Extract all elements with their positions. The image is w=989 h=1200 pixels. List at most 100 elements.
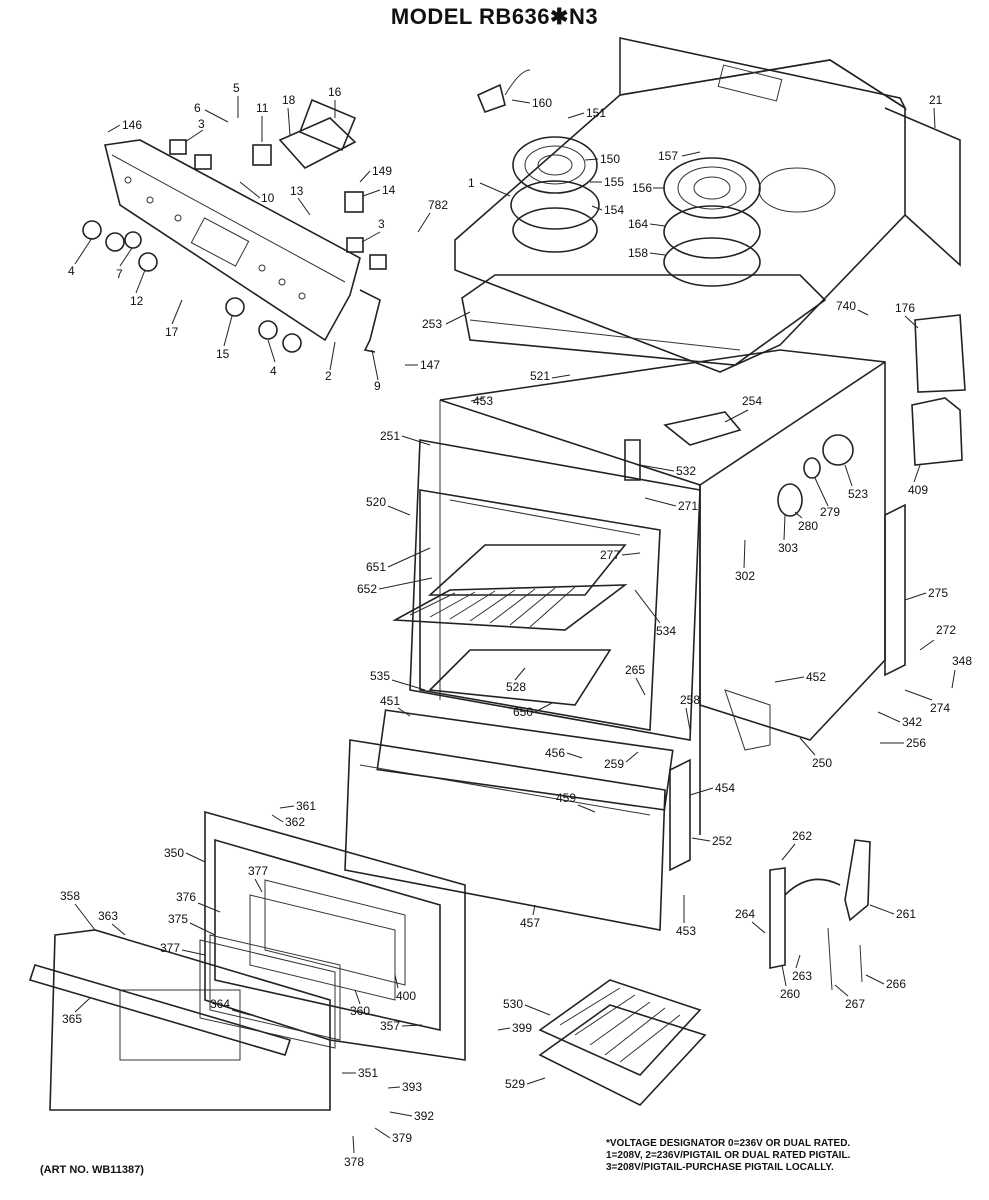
callout: 454	[715, 781, 735, 795]
callout: 157	[658, 149, 678, 163]
callout: 274	[930, 701, 950, 715]
callout: 158	[628, 246, 648, 260]
callout: 5	[233, 81, 240, 95]
tube-532	[624, 439, 641, 481]
callout: 360	[350, 1004, 370, 1018]
callout: 457	[520, 916, 540, 930]
spring-267	[827, 927, 833, 991]
callout: 375	[168, 912, 188, 926]
callout: 277	[600, 548, 620, 562]
callout: 377	[160, 941, 180, 955]
callout: 652	[357, 582, 377, 596]
callout: 150	[600, 152, 620, 166]
callout: 357	[380, 1019, 400, 1033]
callout: 250	[812, 756, 832, 770]
callout: 361	[296, 799, 316, 813]
callout: 534	[656, 624, 676, 638]
callout: 530	[503, 997, 523, 1011]
callout: 364	[210, 997, 230, 1011]
callout: 4	[68, 264, 75, 278]
callout: 528	[506, 680, 526, 694]
plug-160	[476, 83, 506, 114]
callout: 409	[908, 483, 928, 497]
callout: 280	[798, 519, 818, 533]
callout: 260	[780, 987, 800, 1001]
callout: 258	[680, 693, 700, 707]
callout: 535	[370, 669, 390, 683]
callout: 456	[545, 746, 565, 760]
callout: 363	[98, 909, 118, 923]
callout: 176	[895, 301, 915, 315]
callout: 351	[358, 1066, 378, 1080]
callout: 451	[380, 694, 400, 708]
knobs	[82, 220, 302, 353]
callout: 7	[116, 267, 123, 281]
callout: 154	[604, 203, 624, 217]
callouts: 1 2 3 3 4 4 5 6 7 9 10 11 12 13 14 15 16…	[60, 81, 972, 1169]
callout: 2	[325, 369, 332, 383]
callout: 254	[742, 394, 762, 408]
callout: 1	[468, 176, 475, 190]
callout: 378	[344, 1155, 364, 1169]
callout: 521	[530, 369, 550, 383]
callout: 265	[625, 663, 645, 677]
callout: 13	[290, 184, 304, 198]
callout: 453	[676, 924, 696, 938]
callout: 15	[216, 347, 230, 361]
cover-254	[663, 411, 742, 446]
callout: 379	[392, 1131, 412, 1145]
callout: 251	[380, 429, 400, 443]
callout: 392	[414, 1109, 434, 1123]
callout: 21	[929, 93, 943, 107]
callout: 453	[473, 394, 493, 408]
callout: 3	[378, 217, 385, 231]
voltage-note-line: 1=208V, 2=236V/PIGTAIL OR DUAL RATED PIG…	[606, 1150, 851, 1161]
callout: 358	[60, 889, 80, 903]
callout: 259	[604, 757, 624, 771]
callout: 532	[676, 464, 696, 478]
callout: 149	[372, 164, 392, 178]
callout: 252	[712, 834, 732, 848]
cooktop	[454, 37, 961, 373]
callout: 262	[792, 829, 812, 843]
callout: 342	[902, 715, 922, 729]
callout: 264	[735, 907, 755, 921]
callout: 520	[366, 495, 386, 509]
callout: 14	[382, 183, 396, 197]
callout: 4	[270, 364, 277, 378]
callout: 16	[328, 85, 342, 99]
callout: 529	[505, 1077, 525, 1091]
callout: 10	[261, 191, 275, 205]
callout: 155	[604, 175, 624, 189]
callout: 303	[778, 541, 798, 555]
broiler-pan	[538, 979, 707, 1106]
control-panel	[104, 139, 361, 342]
callout: 782	[428, 198, 448, 212]
box-409	[911, 397, 963, 466]
panel-275	[884, 503, 906, 677]
side-trim	[669, 758, 691, 872]
callout: 147	[420, 358, 440, 372]
callout: 17	[165, 325, 179, 339]
socket-279	[803, 457, 821, 479]
callout: 272	[936, 623, 956, 637]
callout: 279	[820, 505, 840, 519]
callout: 376	[176, 890, 196, 904]
callout: 156	[632, 181, 652, 195]
voltage-note-line: 3=208V/PIGTAIL-PURCHASE PIGTAIL LOCALLY.	[606, 1162, 834, 1173]
callout: 302	[735, 569, 755, 583]
callout: 523	[848, 487, 868, 501]
callout: 459	[556, 791, 576, 805]
callout: 253	[422, 317, 442, 331]
callout: 350	[164, 846, 184, 860]
callout: 275	[928, 586, 948, 600]
drawer-front	[344, 739, 666, 931]
callout: 271	[678, 499, 698, 513]
oven-liner	[409, 439, 701, 741]
callout: 399	[512, 1021, 532, 1035]
callout: 151	[586, 106, 606, 120]
switches	[169, 98, 387, 353]
callout: 9	[374, 379, 381, 393]
callout: 18	[282, 93, 296, 107]
callout: 266	[886, 977, 906, 991]
